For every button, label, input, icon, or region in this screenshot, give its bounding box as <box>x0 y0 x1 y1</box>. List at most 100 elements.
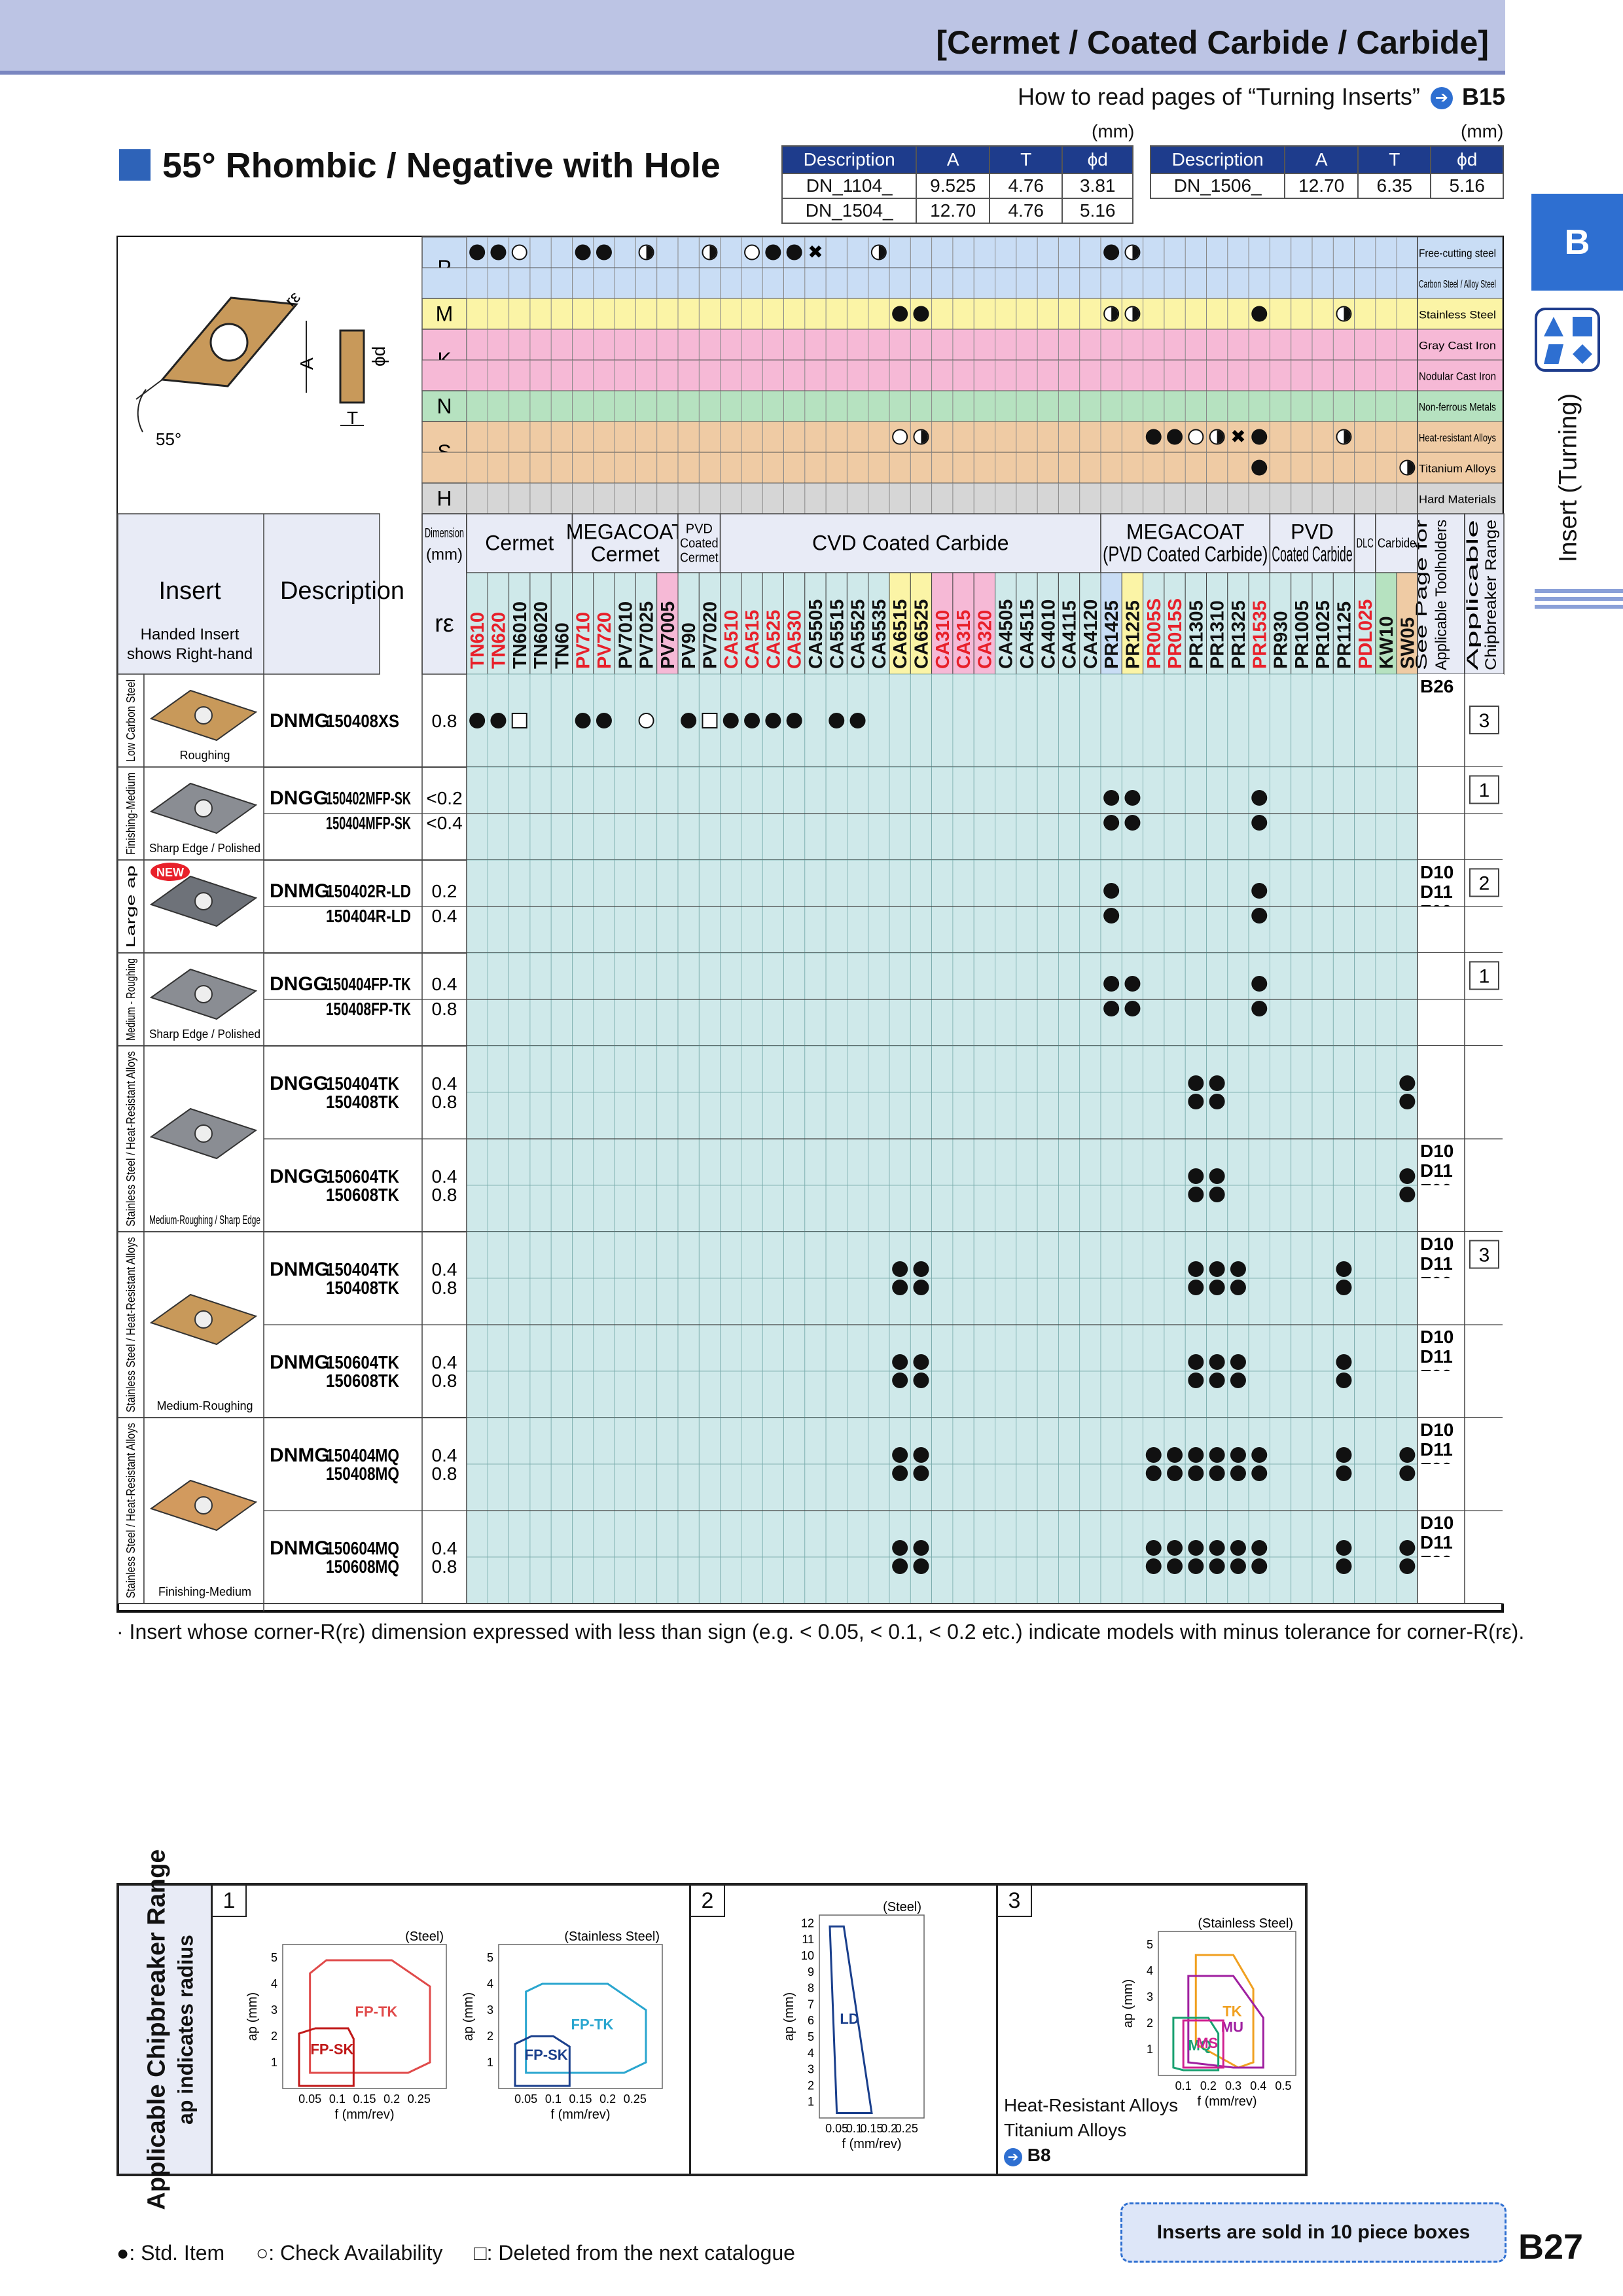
grade-cell <box>931 999 954 1047</box>
grade-cell <box>614 1417 636 1465</box>
grade-name: PDL025 <box>1355 600 1376 669</box>
insert-header-cell <box>117 513 380 675</box>
grade-cell <box>1332 999 1355 1047</box>
grade-cell <box>1396 572 1418 675</box>
tab-decoration <box>1535 589 1623 613</box>
y-tick-label: 3 <box>808 2063 814 2076</box>
grade-cell <box>910 952 933 1000</box>
toolholder-page: D11 <box>1420 1253 1453 1274</box>
grade-cell <box>1164 1045 1186 1093</box>
howto-link[interactable]: How to read pages of “Turning Inserts” ➔… <box>1018 83 1505 111</box>
grade-cell <box>508 1463 531 1511</box>
grade-group-label: Cermet <box>485 531 554 555</box>
grade-name: PV90 <box>679 622 700 669</box>
check-availability-mark <box>744 244 760 260</box>
grade-cell <box>1332 952 1355 1000</box>
grade-cell <box>1143 859 1165 907</box>
material-band <box>421 390 1503 422</box>
diagram-bg <box>118 237 422 514</box>
grade-cell <box>1291 1045 1313 1093</box>
grade-cell <box>529 1231 552 1279</box>
grade-cell <box>952 1092 974 1139</box>
grade-cell <box>910 1045 933 1093</box>
see-page-cell <box>1418 1464 1465 1511</box>
grade-cell <box>741 859 763 907</box>
grade-cell <box>508 766 531 814</box>
chapter-tab[interactable]: B <box>1531 194 1623 291</box>
grade-cell <box>1375 1138 1397 1186</box>
grade-cell <box>973 1231 995 1279</box>
range-region <box>1187 1975 1264 2069</box>
y-axis-label: ap (mm) <box>782 1992 796 2041</box>
std-item-mark <box>490 244 507 260</box>
grade-name: CA4120 <box>1080 600 1101 669</box>
grade-cell <box>593 1185 615 1232</box>
grade-cell <box>1270 813 1292 861</box>
grade-cell <box>910 1138 933 1186</box>
y-tick-label: 2 <box>271 2030 277 2043</box>
grade-cell <box>931 1185 954 1232</box>
grade-group-cell <box>1375 513 1419 573</box>
grade-cell <box>1037 1185 1059 1232</box>
grade-cell <box>741 1231 763 1279</box>
grade-cell <box>825 1510 847 1558</box>
grade-cell <box>572 1417 594 1465</box>
grade-cell <box>973 1371 995 1418</box>
grade-name: PR1425 <box>1101 600 1122 669</box>
grade-cell <box>1037 1138 1059 1186</box>
grade-cell <box>1270 1417 1292 1465</box>
std-item-mark <box>1230 1261 1246 1277</box>
chip-range-header-cell <box>1464 513 1505 675</box>
grade-cell <box>1037 673 1059 768</box>
grade-cell <box>931 1510 954 1558</box>
grade-name: CA4505 <box>996 600 1017 669</box>
grade-cell <box>1100 673 1122 768</box>
grade-cell <box>1037 813 1059 861</box>
grade-cell <box>825 1324 847 1372</box>
grade-cell <box>1354 1092 1376 1139</box>
insert-code: 150608TK <box>326 1185 399 1205</box>
std-item-mark <box>1209 1354 1225 1370</box>
grade-cell <box>1079 1231 1101 1279</box>
grade-cell <box>550 1092 573 1139</box>
grade-cell <box>868 1463 890 1511</box>
grade-cell <box>783 1371 806 1418</box>
grade-cell <box>825 1278 847 1325</box>
col-header: Description <box>1149 145 1286 174</box>
grade-cell <box>720 999 742 1047</box>
x-tick-label: 0.25 <box>895 2122 918 2135</box>
grade-cell <box>889 766 911 814</box>
std-item-mark <box>1251 1540 1268 1556</box>
grade-cell <box>635 1371 658 1418</box>
grade-cell <box>698 1278 721 1325</box>
material-band <box>421 329 1503 361</box>
std-item-mark <box>1103 908 1120 924</box>
grade-cell <box>1079 1185 1101 1232</box>
grade-cell <box>868 766 890 814</box>
grade-group-label: (PVD Coated Carbide) <box>1103 543 1268 566</box>
grade-cell <box>741 906 763 954</box>
ref-link[interactable]: ➔ B8 <box>1004 2145 1051 2166</box>
grade-cell <box>508 952 531 1000</box>
grade-cell <box>1185 906 1207 954</box>
grade-cell <box>1016 1138 1038 1186</box>
grade-cell <box>1079 1278 1101 1325</box>
grade-cell <box>593 1045 615 1093</box>
grade-cell <box>1037 859 1059 907</box>
see-page-cell <box>1418 953 1465 999</box>
grade-cell <box>1079 1510 1101 1558</box>
grade-cell <box>656 673 679 768</box>
grade-cell <box>1332 1092 1355 1139</box>
chip-range-header: Chipbreaker Range <box>1482 520 1500 670</box>
see-page-cell <box>1418 814 1465 860</box>
recommended-mark-fill <box>1217 430 1224 444</box>
std-item-mark <box>1188 1354 1204 1370</box>
insert-prefix: DNMG <box>270 1537 330 1559</box>
grade-cell <box>868 1556 890 1604</box>
grade-cell <box>1037 1371 1059 1418</box>
toolholder-page: D10 <box>1420 1420 1454 1440</box>
grade-name: TN6010 <box>510 601 531 669</box>
grade-cell <box>1354 673 1376 768</box>
